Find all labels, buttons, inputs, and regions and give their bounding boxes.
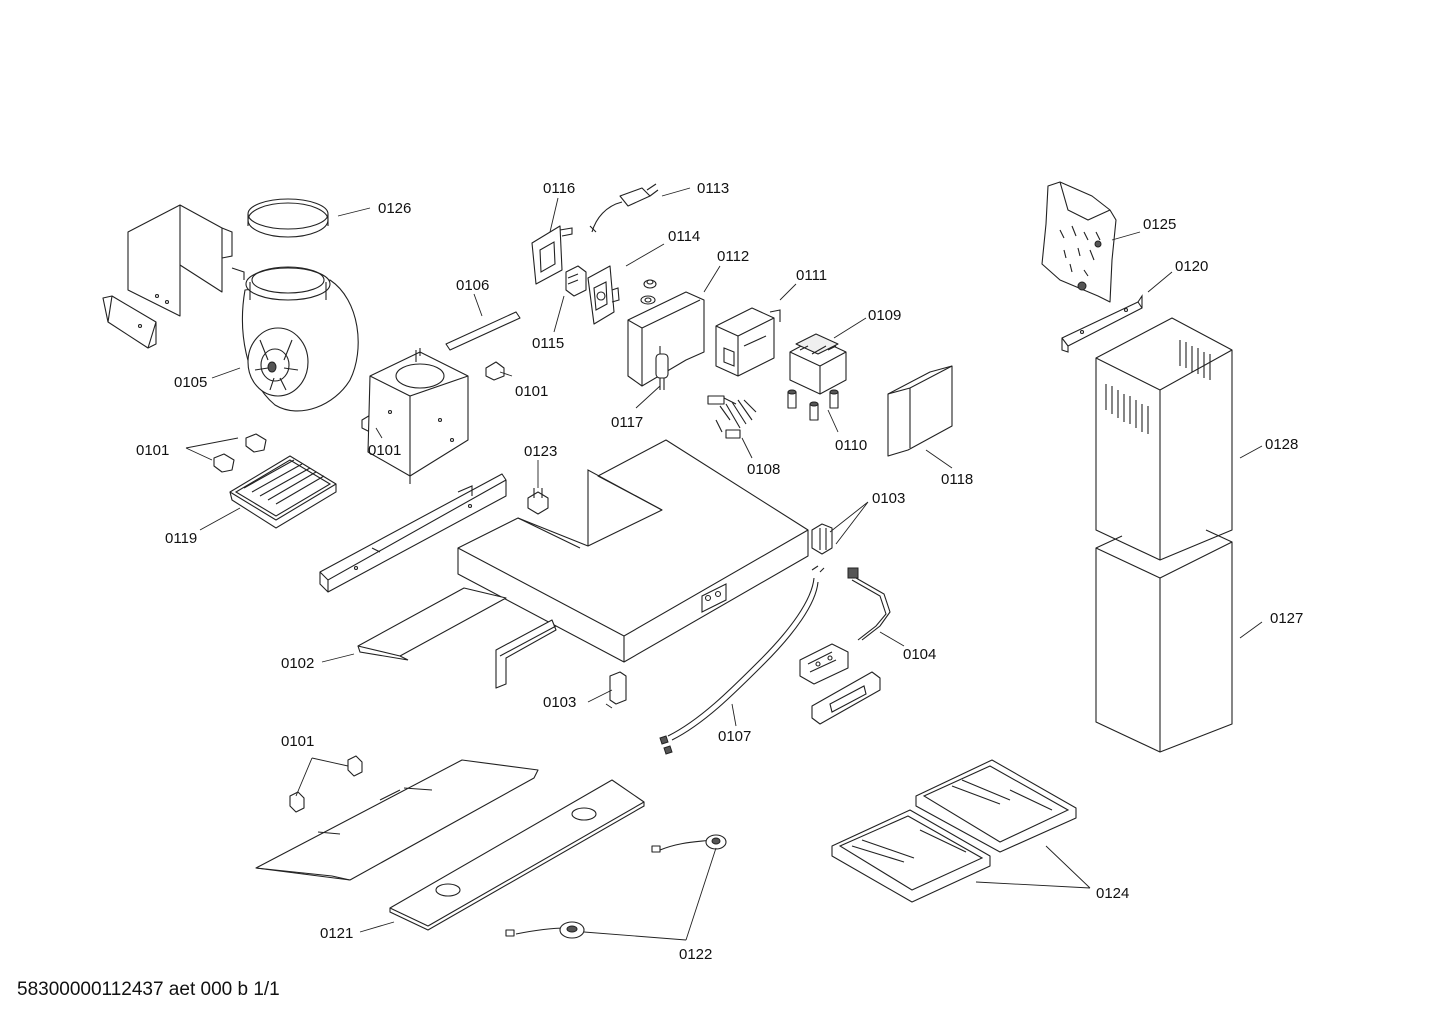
label-0104: 0104 — [903, 646, 936, 663]
part-0115-connector — [565, 265, 587, 297]
label-0113: 0113 — [697, 180, 729, 197]
label-0119: 0119 — [165, 530, 197, 547]
label-0126: 0126 — [378, 200, 411, 217]
part-0101-clips — [213, 361, 505, 813]
label-0101: 0101 — [515, 383, 548, 400]
part-fan-housing-bracket — [127, 204, 245, 317]
part-0123-clip — [527, 488, 549, 515]
label-0110: 0110 — [835, 437, 867, 454]
part-side-rail — [319, 473, 507, 593]
part-0128-upper-chimney — [1095, 317, 1233, 561]
label-0127: 0127 — [1270, 610, 1303, 627]
label-0128: 0128 — [1265, 436, 1298, 453]
part-angle-bracket — [102, 295, 157, 349]
drawing-number: 58300000112437 aet 000 b 1/1 — [17, 979, 280, 1000]
part-0112-cover — [627, 291, 705, 387]
label-0102: 0102 — [281, 655, 314, 672]
part-0104-control-module — [799, 567, 891, 725]
part-0119-grease-filter — [229, 455, 337, 529]
part-0125-hardware-bag — [1041, 181, 1117, 303]
part-0103-clips — [609, 523, 833, 705]
part-0108-wire-harness — [707, 395, 757, 439]
part-0120-mounting-bracket — [1061, 294, 1143, 353]
part-front-rail — [495, 619, 557, 689]
part-labels: 0126 0116 0113 0114 0112 0111 0109 0125 … — [136, 180, 1303, 963]
part-0110-spacers — [787, 389, 839, 421]
part-washers — [640, 279, 657, 305]
part-0114-socket-plate — [587, 265, 620, 325]
part-motor-mount — [367, 348, 469, 484]
label-0123: 0123 — [524, 443, 557, 460]
part-0109-transformer — [789, 333, 847, 395]
label-0106: 0106 — [456, 277, 489, 294]
label-0124: 0124 — [1096, 885, 1129, 902]
label-0108: 0108 — [747, 461, 780, 478]
part-hood-body — [457, 439, 809, 663]
label-0105: 0105 — [174, 374, 207, 391]
label-0111: 0111 — [796, 267, 827, 284]
label-0114: 0114 — [668, 228, 700, 245]
label-0121: 0121 — [320, 925, 353, 942]
label-0107: 0107 — [718, 728, 751, 745]
leader-lines — [185, 187, 1263, 941]
label-0122: 0122 — [679, 946, 712, 963]
label-0103: 0103 — [872, 490, 905, 507]
label-0120: 0120 — [1175, 258, 1208, 275]
label-0112: 0112 — [717, 248, 749, 265]
label-0103: 0103 — [543, 694, 576, 711]
part-0122-lamps — [505, 834, 727, 939]
part-0106-strip — [445, 311, 521, 351]
label-0117: 0117 — [611, 414, 643, 431]
label-0116: 0116 — [543, 180, 575, 197]
part-0118-filter-block — [887, 365, 953, 457]
part-0113-power-cord — [589, 183, 659, 233]
part-0116-switch-plate — [531, 225, 573, 285]
label-0125: 0125 — [1143, 216, 1176, 233]
part-0127-lower-chimney — [1095, 529, 1233, 753]
label-0101: 0101 — [368, 442, 401, 459]
part-0107-cable — [659, 565, 825, 755]
part-0117-capacitor — [655, 346, 669, 390]
label-0109: 0109 — [868, 307, 901, 324]
label-0115: 0115 — [532, 335, 564, 352]
label-0118: 0118 — [941, 471, 973, 488]
part-0111-relay-box — [715, 307, 781, 377]
part-0105-fan-motor — [241, 266, 359, 412]
part-0124-charcoal-filters — [831, 759, 1077, 903]
part-0121-bottom-panels — [255, 759, 645, 931]
part-0126-duct-ring — [247, 198, 329, 238]
label-0101: 0101 — [281, 733, 314, 750]
part-0102-bottom-plate — [357, 587, 507, 661]
label-0101: 0101 — [136, 442, 169, 459]
